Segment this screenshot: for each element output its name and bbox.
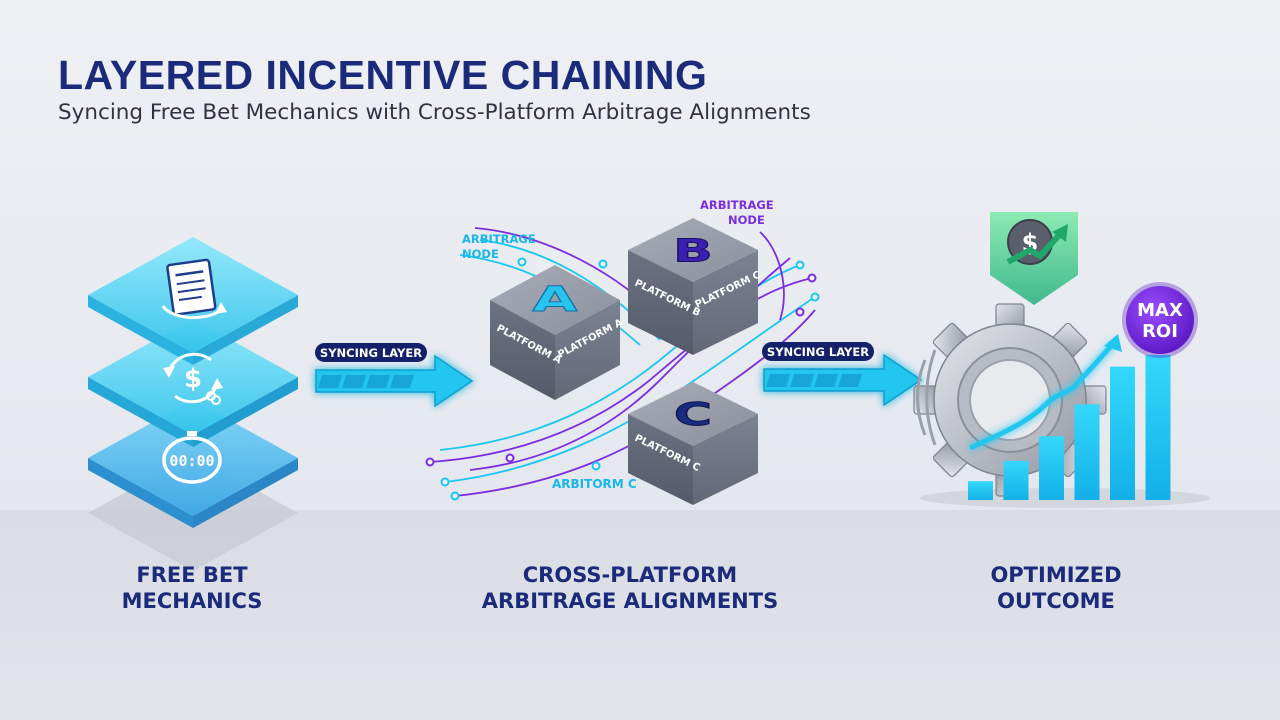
timer-icon: 00:00 [162, 431, 222, 484]
node-top-line1: ARBITRAGE [700, 198, 774, 212]
syncing-arrow-right: SYNCING LAYER [762, 342, 923, 407]
roi-bars [968, 355, 1171, 500]
roi-bar-4 [1074, 404, 1100, 500]
syncing-label-left: SYNCING LAYER [320, 346, 422, 360]
roi-bar-6 [1145, 355, 1171, 500]
max-roi-badge: MAX ROI [1122, 282, 1198, 358]
badge-line1: MAX [1137, 300, 1183, 321]
roi-bar-5 [1110, 366, 1135, 500]
bottom-label-optimized-line2: OUTCOME [997, 589, 1115, 613]
syncing-badge-right [762, 342, 874, 361]
cube-platform-c: C PLATFORM C [628, 382, 758, 505]
cube-platform-a: A PLATFORM A PLATFORM A [490, 265, 625, 400]
page-title: LAYERED INCENTIVE CHAINING [58, 52, 708, 98]
stack-layer-timer [88, 400, 298, 528]
annotation-node-left: ARBITRAGE NODE [462, 232, 536, 261]
bottom-label-optimized-line1: OPTIMIZED [990, 563, 1122, 587]
document-icon [161, 258, 227, 320]
gear-motion-lines [916, 349, 937, 446]
stack-layer-dollar [88, 319, 298, 447]
timer-text: 00:00 [169, 452, 214, 470]
bottom-label-cross-platform: CROSS-PLATFORM ARBITRAGE ALIGNMENTS [440, 562, 820, 614]
roi-bar-3 [1039, 436, 1064, 500]
syncing-badge-left [315, 343, 427, 362]
cube-a-letter: A [533, 280, 578, 320]
flow-line-endpoints [425, 257, 820, 501]
annotation-arb-c: ARBITORM C [552, 477, 637, 491]
dollar-cycle-icon: $ [163, 352, 223, 405]
bottom-label-free-bet-line1: FREE BET [136, 563, 248, 587]
syncing-arrow-left: SYNCING LAYER [315, 343, 474, 408]
outcome-group: MAX ROI $ [913, 212, 1210, 508]
bottom-label-cross-platform-line1: CROSS-PLATFORM [522, 563, 738, 587]
bottom-label-free-bet-line2: MECHANICS [121, 589, 263, 613]
page-subtitle: Syncing Free Bet Mechanics with Cross-Pl… [58, 100, 811, 125]
roi-bar-1 [968, 481, 993, 500]
free-bet-stack: $ 00:00 [88, 237, 298, 571]
bottom-label-free-bet: FREE BET MECHANICS [2, 562, 382, 614]
syncing-label-right: SYNCING LAYER [767, 345, 869, 359]
coin-pin-icon: $ [990, 212, 1078, 305]
cube-platform-b: B PLATFORM B PLATFORM C [628, 218, 762, 355]
trend-arrow-icon [968, 334, 1122, 451]
roi-bar-2 [1003, 460, 1029, 500]
dollar-symbol: $ [184, 364, 202, 394]
bottom-label-cross-platform-line2: ARBITRAGE ALIGNMENTS [481, 589, 779, 613]
node-left-line2: NODE [462, 247, 499, 261]
annotation-node-top: ARBITRAGE NODE [700, 198, 774, 227]
badge-line2: ROI [1142, 321, 1178, 342]
cube-b-letter: B [673, 233, 713, 269]
bottom-label-optimized: OPTIMIZED OUTCOME [866, 562, 1246, 614]
cube-c-letter: C [674, 396, 712, 432]
node-left-line1: ARBITRAGE [462, 232, 536, 246]
node-top-line2: NODE [728, 213, 765, 227]
